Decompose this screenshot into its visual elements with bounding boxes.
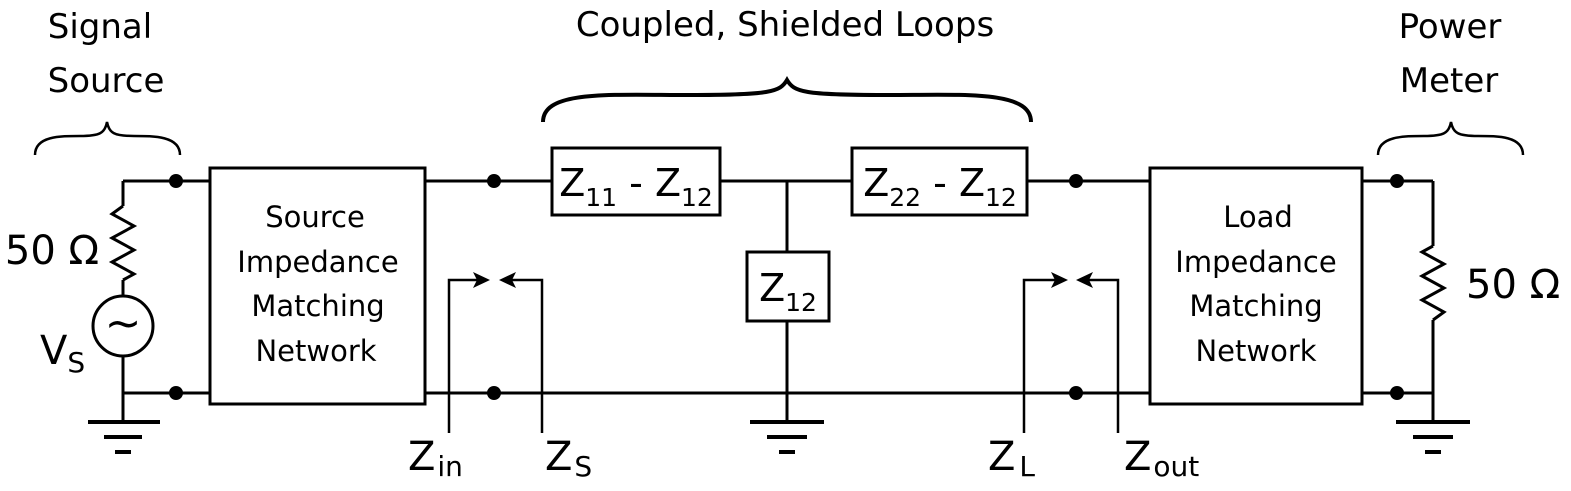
z22-minus-z12-box xyxy=(850,146,1029,217)
ac-wave-icon: ~ xyxy=(105,298,142,349)
z-s-arrowhead xyxy=(499,272,516,288)
source-network-line1: Source xyxy=(265,200,365,234)
source-voltage-label: VS xyxy=(40,328,85,379)
load-resistance-label: 50 Ω xyxy=(1466,262,1560,308)
load-node-bottom xyxy=(1390,386,1404,400)
load-network-line2: Impedance xyxy=(1175,245,1336,279)
z-out-label: Zout xyxy=(1124,434,1199,483)
power-meter-brace xyxy=(1376,121,1525,156)
source-network-line2: Impedance xyxy=(237,245,398,279)
load-network-line4: Network xyxy=(1195,334,1316,368)
source-matching-network xyxy=(208,166,427,406)
z11-minus-z12-box xyxy=(550,146,722,217)
source-node-bottom xyxy=(169,386,183,400)
z-out-arrow-line xyxy=(1088,278,1120,433)
source-resistor xyxy=(108,204,138,282)
z-in-arrowhead xyxy=(473,272,490,288)
output-node-top xyxy=(1069,174,1083,188)
signal-source-brace xyxy=(33,121,182,156)
source-resistance-label: 50 Ω xyxy=(5,228,99,274)
coupled-loops-label: Coupled, Shielded Loops xyxy=(576,5,994,45)
signal-source-label-line1: Signal xyxy=(48,7,152,47)
input-node-top xyxy=(487,174,501,188)
z-s-label: ZS xyxy=(545,434,592,483)
signal-source-label-line2: Source xyxy=(48,61,165,101)
input-node-bottom xyxy=(487,386,501,400)
z12-shunt-box xyxy=(745,250,831,323)
source-voltage-sub: S xyxy=(67,346,85,379)
source-network-line3: Matching xyxy=(251,289,384,323)
z-in-label: Zin xyxy=(408,434,463,483)
load-network-line1: Load xyxy=(1223,200,1293,234)
power-meter-label-line2: Meter xyxy=(1400,61,1499,101)
source-node-top xyxy=(169,174,183,188)
coupled-loops-brace xyxy=(541,76,1033,123)
z-in-arrow-line xyxy=(447,278,478,433)
load-network-line3: Matching xyxy=(1189,289,1322,323)
z11-minus-z12-label: Z11 - Z12 xyxy=(559,161,713,212)
z-out-arrowhead xyxy=(1076,272,1093,288)
z12-shunt-label: Z12 xyxy=(759,266,817,317)
power-meter-label-line1: Power xyxy=(1399,7,1502,47)
output-node-bottom xyxy=(1069,386,1083,400)
load-matching-network xyxy=(1148,166,1364,406)
source-network-line4: Network xyxy=(255,334,376,368)
z22-minus-z12-label: Z22 - Z12 xyxy=(863,161,1017,212)
z-l-arrowhead xyxy=(1051,272,1068,288)
load-resistor xyxy=(1418,244,1448,322)
load-node-top xyxy=(1390,174,1404,188)
z-l-arrow-line xyxy=(1022,278,1056,433)
z-s-arrow-line xyxy=(511,278,544,433)
source-voltage-main: V xyxy=(40,328,68,374)
